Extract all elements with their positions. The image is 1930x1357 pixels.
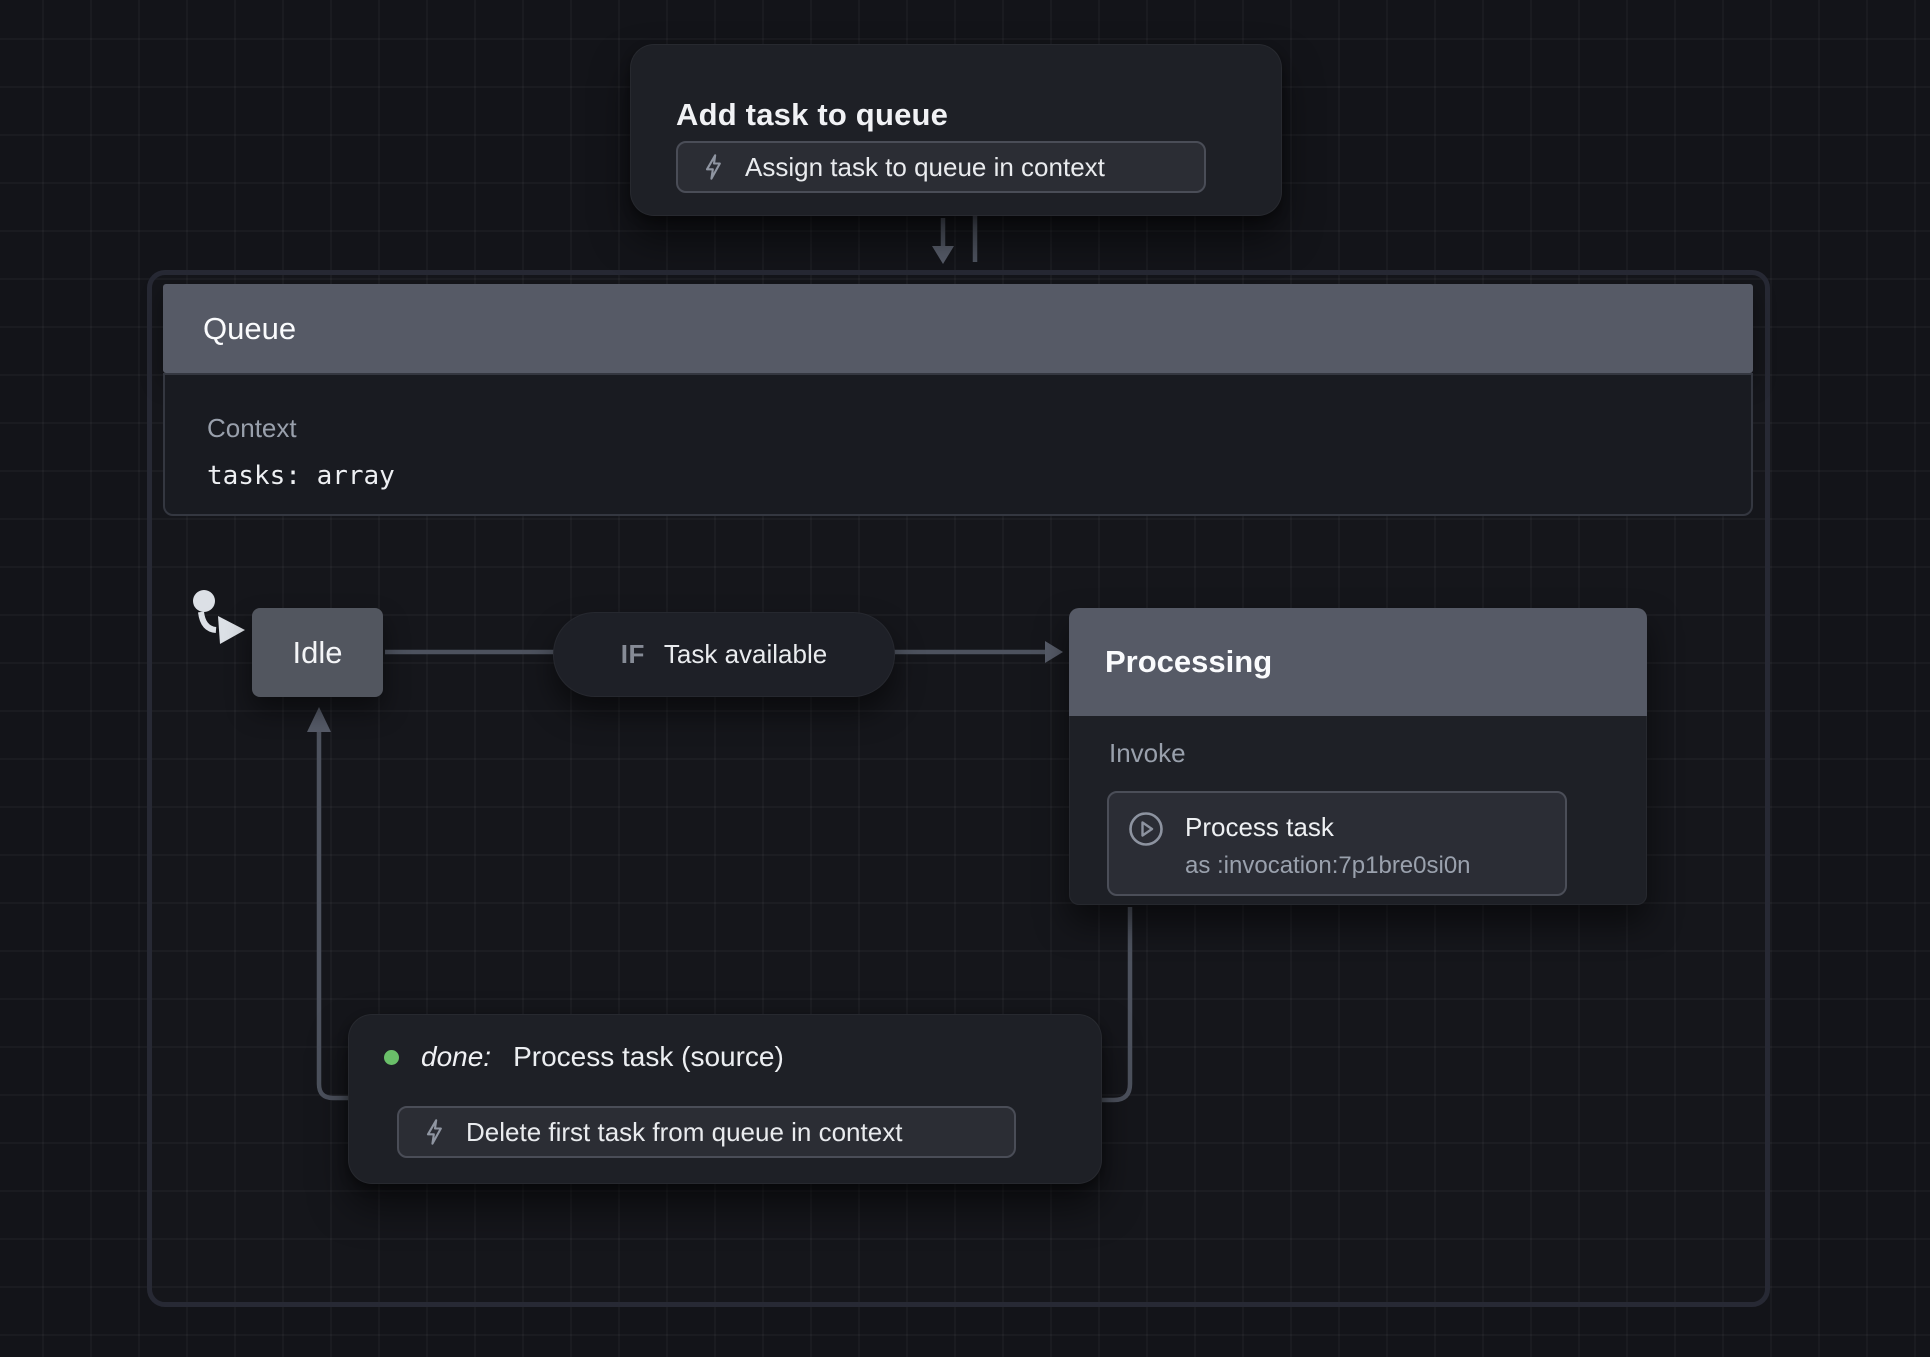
guard-if-keyword: IF [620, 639, 645, 669]
initial-arrowhead-icon [218, 616, 245, 644]
state-processing-header[interactable]: Processing [1069, 608, 1647, 716]
invoke-name: Process task [1185, 812, 1334, 842]
machine-title: Queue [203, 310, 297, 346]
initial-dot-icon [193, 590, 215, 612]
done-status-dot-icon [384, 1049, 399, 1065]
arrowhead-right-icon [1045, 641, 1063, 663]
edge-processing-to-done[interactable] [1100, 907, 1133, 1103]
event-node-title: Add task to queue [676, 97, 949, 132]
lightning-icon [705, 154, 721, 180]
machine-queue-header[interactable]: Queue [163, 284, 1753, 373]
invoke-section-label: Invoke [1109, 738, 1186, 768]
done-keyword: done: [421, 1041, 492, 1072]
context-value: tasks: array [207, 461, 395, 491]
assign-task-action-label: Assign task to queue in context [745, 151, 1105, 182]
context-label: Context [207, 413, 297, 443]
machine-queue[interactable]: Queue Context tasks: array [147, 270, 1770, 1307]
event-node-add-task[interactable]: Add task to queue Assign task to queue i… [630, 44, 1282, 216]
guard-task-available[interactable]: IF Task available [553, 612, 895, 697]
delete-task-action-label: Delete first task from queue in context [466, 1116, 903, 1147]
state-processing-title: Processing [1105, 644, 1273, 679]
context-panel[interactable]: Context tasks: array [163, 373, 1753, 516]
state-processing[interactable]: Processing Invoke Process task as :invoc… [1069, 608, 1647, 905]
event-node-done[interactable]: done: Process task (source) Delete first… [348, 1014, 1102, 1184]
guard-label: Task available [663, 639, 828, 669]
edge-done-to-idle[interactable] [316, 731, 348, 1101]
invoke-card-process-task[interactable]: Process task as :invocation:7p1bre0si0n [1107, 791, 1567, 896]
invoke-detail: as :invocation:7p1bre0si0n [1185, 852, 1471, 879]
arrowhead-down-icon [932, 246, 954, 264]
arrowhead-up-icon [307, 707, 331, 732]
play-icon [1129, 812, 1163, 846]
state-processing-body: Invoke Process task as :invocation:7p1br… [1069, 716, 1647, 905]
delete-task-action-chip[interactable]: Delete first task from queue in context [397, 1106, 1016, 1158]
state-idle[interactable]: Idle [252, 608, 383, 697]
state-idle-label: Idle [292, 634, 343, 670]
initial-state-marker[interactable] [193, 590, 245, 644]
done-event-label: Process task (source) [513, 1041, 784, 1072]
assign-task-action-chip[interactable]: Assign task to queue in context [676, 141, 1206, 193]
lightning-icon [426, 1119, 442, 1145]
initial-arrow-tail [198, 611, 217, 633]
